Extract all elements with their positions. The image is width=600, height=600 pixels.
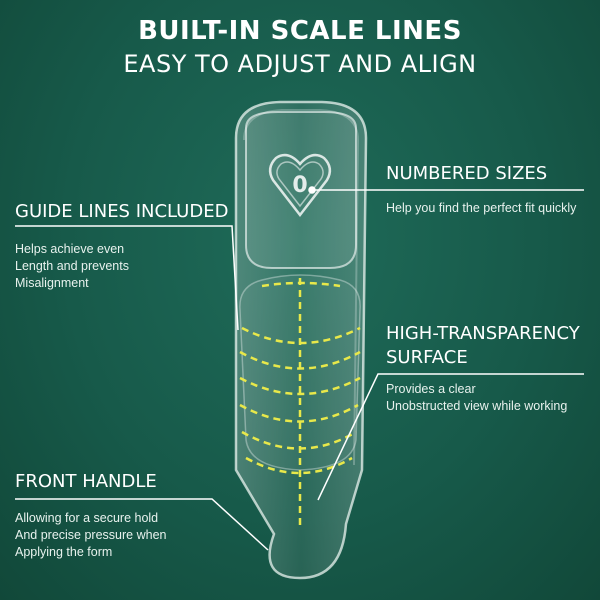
guide-lines-line: Length and prevents [15,259,129,273]
numbered-sizes-text: Help you find the perfect fit quickly [386,200,576,217]
transparency-line: Provides a clear [386,382,476,396]
numbered-sizes-heading: NUMBERED SIZES [386,163,548,184]
guide-lines-line: Helps achieve even [15,242,125,256]
callout-line-transparency [317,373,584,501]
transparency-heading-line: SURFACE [386,347,468,368]
guide-window [239,274,361,471]
cuticle-cup [245,111,357,269]
transparency-text: Provides a clear Unobstructed view while… [386,381,567,415]
transparency-heading: HIGH-TRANSPARENCY SURFACE [386,322,580,370]
guide-lines-line: Misalignment [15,276,89,290]
front-handle-line: And precise pressure when [15,528,167,542]
front-handle-line: Allowing for a secure hold [15,511,159,525]
page-title: BUILT-IN SCALE LINES [138,16,462,46]
callout-lines [15,186,584,551]
callout-line-guide [15,225,239,331]
guide-lines-text: Helps achieve even Length and prevents M… [15,241,129,292]
guide-lines-heading: GUIDE LINES INCLUDED [15,201,229,222]
front-handle-text: Allowing for a secure hold And precise p… [15,510,166,561]
size-heart-icon [268,153,332,218]
front-handle-heading: FRONT HANDLE [15,471,157,492]
transparency-line: Unobstructed view while working [386,399,568,413]
callout-line-handle [15,498,269,551]
transparency-heading-line: HIGH-TRANSPARENCY [386,323,580,344]
numbered-sizes-line: Help you find the perfect fit quickly [386,201,577,215]
guide-lines [239,278,361,530]
size-number: 0 [292,173,307,198]
page-subtitle: EASY TO ADJUST AND ALIGN [123,50,477,78]
front-handle-line: Applying the form [15,545,113,559]
